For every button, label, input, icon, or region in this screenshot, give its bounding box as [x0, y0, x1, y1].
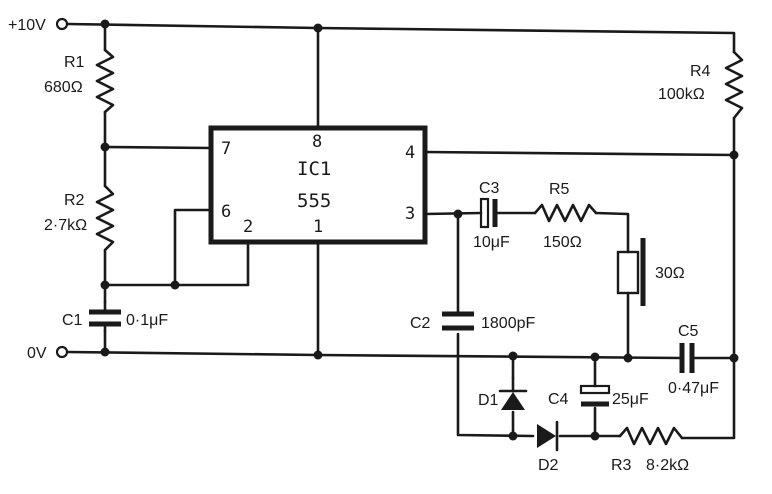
c4-ref: C4 [548, 391, 569, 408]
speaker [616, 238, 646, 306]
c5-ref: C5 [678, 323, 699, 340]
ic1-pin1-label: 1 [313, 217, 323, 237]
r4-resistor [724, 50, 744, 120]
c2-ref: C2 [410, 315, 431, 332]
positive-terminal [55, 17, 69, 31]
c5-capacitor [679, 343, 695, 373]
c4-value: 25μF [612, 391, 649, 408]
ground-rail-label: 0V [27, 345, 47, 362]
c3-value: 10μF [473, 234, 510, 251]
r5-speaker-wire [594, 211, 630, 254]
r3-resistor [618, 426, 684, 446]
r1-resistor [95, 48, 115, 114]
r3-value: 8·2kΩ [646, 457, 689, 474]
ic1-type: 555 [297, 190, 331, 212]
r2-resistor [95, 184, 115, 252]
c4-capacitor [579, 384, 611, 407]
r4-right-wire [680, 116, 736, 440]
ic1-pin7-label: 7 [221, 139, 231, 159]
d1-ref: D1 [478, 392, 499, 409]
pin4-wire [423, 150, 736, 157]
c2-capacitor [442, 311, 474, 331]
c1-value: 0·1μF [126, 312, 168, 329]
ic1-pin4-label: 4 [405, 143, 415, 163]
d1-diode [498, 376, 528, 410]
r4-value: 100kΩ [658, 86, 705, 103]
ic1-name: IC1 [297, 158, 331, 180]
pin7-wire [103, 145, 213, 150]
junction-dots [100, 19, 739, 441]
d2-ref: D2 [538, 457, 559, 474]
r5-resistor [533, 203, 598, 223]
c5-value: 0·47μF [668, 380, 719, 397]
ic1-pin2-label: 2 [243, 217, 253, 237]
ic1-pin6-label: 6 [221, 202, 231, 222]
wires [65, 22, 736, 440]
r2-ref: R2 [64, 192, 85, 209]
ic1-body [208, 125, 428, 245]
r1-ref: R1 [64, 54, 85, 71]
c3-ref: C3 [479, 180, 500, 197]
c1-capacitor [89, 300, 121, 333]
c2-branch-wire [456, 212, 535, 438]
pin3-wire [423, 211, 483, 216]
c2-value: 1800pF [481, 315, 535, 332]
ic1-pin3-label: 3 [405, 204, 415, 224]
d2-diode [537, 420, 559, 452]
c3-capacitor [479, 197, 498, 229]
ground-rail [65, 350, 682, 360]
r4-ref: R4 [690, 63, 711, 80]
r2-value: 2·7kΩ [44, 217, 87, 234]
r5-value: 150Ω [543, 234, 582, 251]
ground-terminal [55, 345, 69, 359]
pin6-pin2-loop [103, 208, 250, 287]
r1-value: 680Ω [44, 79, 83, 96]
c1-ref: C1 [62, 312, 83, 329]
r5-ref: R5 [549, 181, 570, 198]
r3-ref: R3 [611, 457, 632, 474]
speaker-value: 30Ω [655, 265, 685, 282]
positive-rail-label: +10V [8, 17, 46, 34]
positive-rail [65, 22, 736, 54]
ic1-pin8-label: 8 [312, 132, 322, 152]
